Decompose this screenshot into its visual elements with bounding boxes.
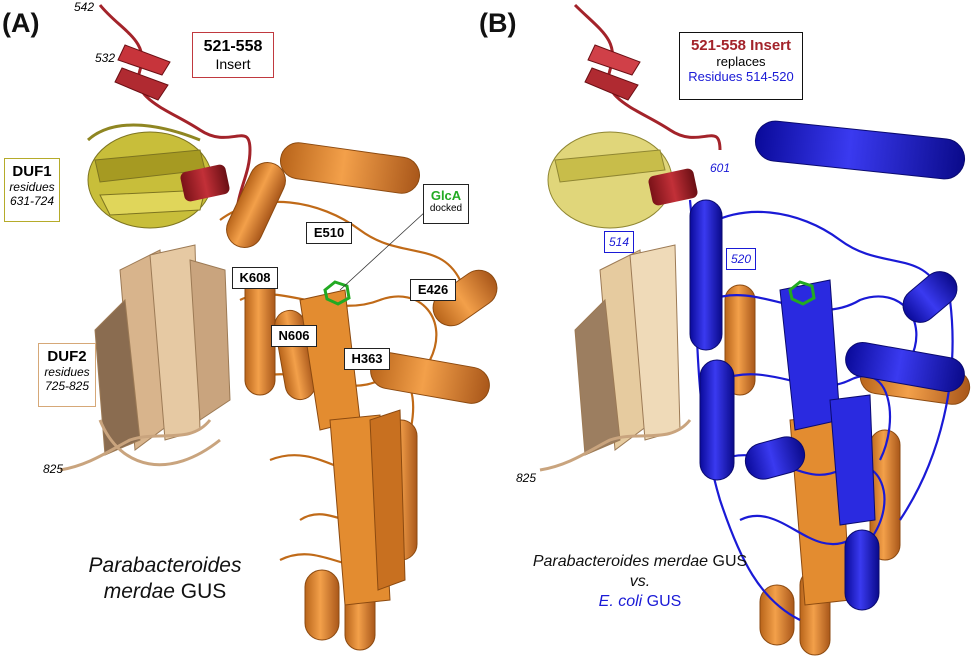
caption-a-species: merdae: [103, 580, 175, 603]
caption-b-gus: GUS: [708, 553, 748, 570]
residue-label-e426: E426: [410, 279, 456, 301]
panel-a-letter: (A): [2, 8, 40, 38]
duf1-box: DUF1 residues 631-724: [4, 158, 60, 222]
residue-label-e510: E510: [306, 222, 352, 244]
residue-label-k608: K608: [232, 267, 278, 289]
residue-825-label-b: 825: [516, 471, 537, 485]
residue-520-box: 520: [726, 248, 756, 270]
residue-601-label: 601: [710, 161, 731, 175]
duf2-line1: residues: [44, 365, 90, 379]
caption-b-ecoli-gus: GUS: [642, 593, 682, 610]
residue-542-label: 542: [74, 0, 95, 14]
caption-a-line1: Parabacteroides: [88, 554, 242, 577]
caption-b-species: Parabacteroides merdae: [532, 553, 709, 570]
residue-825-label-a: 825: [43, 462, 64, 476]
insert-box-a: 521-558 Insert: [192, 32, 274, 78]
insert-box-title: 521-558: [203, 38, 263, 55]
residue-514-box: 514: [604, 231, 634, 253]
panel-b-letter: (B): [479, 8, 517, 38]
insert-box-b-line2: replaces: [716, 54, 766, 69]
glca-box: GlcA docked: [423, 184, 469, 224]
glca-title: GlcA: [430, 188, 462, 203]
duf2-line2: 725-825: [44, 379, 90, 393]
insert-box-subtitle: Insert: [215, 56, 251, 72]
caption-a: Parabacteroides merdae GUS: [80, 553, 250, 605]
caption-b-ecoli: E. coli: [598, 593, 643, 610]
duf1-line1: residues: [9, 180, 55, 194]
duf1-title: DUF1: [12, 163, 52, 180]
caption-a-gus: GUS: [174, 580, 227, 603]
insert-box-b-line3: Residues 514-520: [688, 69, 794, 84]
insert-box-b-title: 521-558 Insert: [690, 37, 792, 54]
duf1-line2: 631-724: [9, 194, 55, 208]
insert-box-b: 521-558 Insert replaces Residues 514-520: [679, 32, 803, 100]
residue-532-label: 532: [95, 51, 116, 65]
panel-a-structure: [59, 4, 498, 651]
panel-b-structure: [539, 3, 971, 656]
caption-b: Parabacteroides merdae GUS vs. E. coli G…: [520, 552, 760, 612]
duf2-title: DUF2: [47, 348, 87, 365]
residue-label-n606: N606: [271, 325, 317, 347]
residue-label-h363: H363: [344, 348, 390, 370]
duf2-box: DUF2 residues 725-825: [38, 343, 96, 407]
caption-b-vs: vs.: [629, 573, 651, 590]
glca-subtitle: docked: [429, 203, 463, 214]
